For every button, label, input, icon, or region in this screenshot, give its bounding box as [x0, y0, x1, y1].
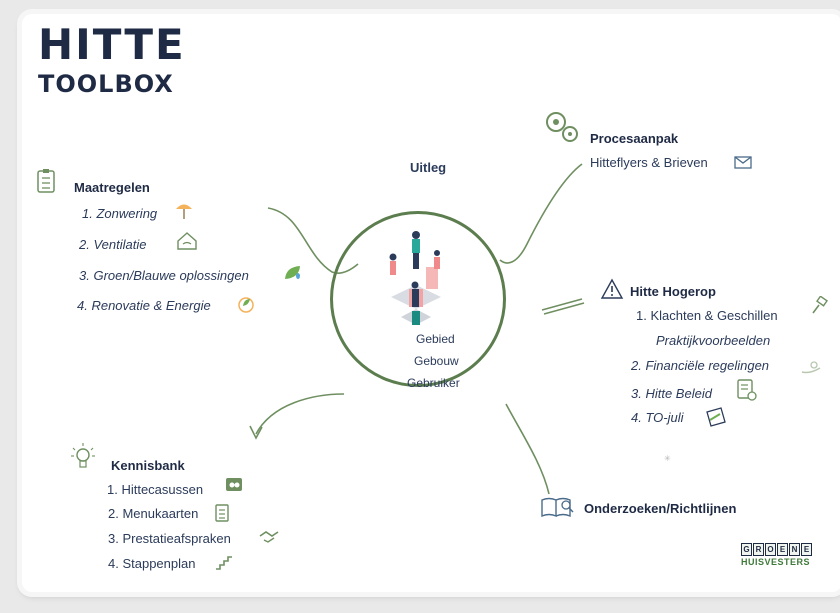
hitte-hogerop-item-praktijkvoorbeelden[interactable]: Praktijkvoorbeelden: [656, 333, 771, 348]
kennisbank-item-prestatieafspraken[interactable]: 3. Prestatieafspraken: [108, 531, 231, 546]
energy-leaf-icon: [238, 297, 254, 313]
hitte-hogerop-item-beleid[interactable]: 3. Hitte Beleid: [631, 386, 712, 401]
gears-icon: [546, 112, 578, 142]
gavel-icon: [812, 296, 828, 314]
thermometer-document-icon: [706, 407, 726, 427]
title-hitte: HITTE: [38, 20, 186, 69]
procesaanpak-item-hitteflyers[interactable]: Hitteflyers & Brieven: [590, 155, 708, 170]
connector-lines: [249, 163, 585, 495]
procesaanpak-heading[interactable]: Procesaanpak: [590, 131, 679, 146]
hitte-hogerop-item-financiele[interactable]: 2. Financiële regelingen: [631, 358, 770, 373]
kennisbank-item-menukaarten[interactable]: 2. Menukaarten: [108, 506, 199, 521]
toolbox-card: HITTE TOOLBOX Uitleg Gebied Gebouw Gebru…: [22, 14, 840, 592]
maatregelen-item-groen-blauwe[interactable]: 3. Groen/Blauwe oplossingen: [79, 268, 249, 283]
parasol-icon: [176, 204, 192, 219]
warning-icon: [600, 278, 624, 299]
maatregelen-heading[interactable]: Maatregelen: [74, 180, 150, 195]
checklist-icon: [37, 169, 55, 193]
puzzle-people-illustration: [389, 231, 441, 325]
hitte-hogerop-heading[interactable]: Hitte Hogerop: [630, 284, 716, 299]
book-search-icon: [541, 497, 574, 518]
connector-onderzoeken: [505, 403, 550, 495]
logo-sub: HUISVESTERS: [741, 557, 811, 567]
kennisbank-item-stappenplan[interactable]: 4. Stappenplan: [108, 556, 196, 571]
envelope-icon: [734, 156, 752, 169]
sparkle-icon: ✳: [664, 454, 671, 463]
center-label-uitleg: Uitleg: [410, 160, 447, 175]
hitte-hogerop-item-to-juli[interactable]: 4. TO-juli: [631, 410, 684, 425]
onderzoeken-heading[interactable]: Onderzoeken/Richtlijnen: [584, 501, 737, 516]
handshake-icon: [259, 531, 279, 543]
center-item-gebruiker: Gebruiker: [407, 376, 460, 390]
connector-hitte-hogerop: [541, 298, 585, 315]
center-circle: [330, 211, 506, 387]
case-icon: [226, 478, 242, 491]
stairs-icon: [216, 556, 232, 570]
kennisbank-heading[interactable]: Kennisbank: [111, 458, 185, 473]
menu-card-icon: [215, 504, 229, 522]
center-item-gebied: Gebied: [416, 332, 455, 346]
connector-kennisbank: [255, 393, 345, 435]
kennisbank-item-hittecasussen[interactable]: 1. Hittecasussen: [107, 482, 204, 497]
title-toolbox: TOOLBOX: [38, 70, 174, 98]
money-hand-icon: [801, 361, 821, 374]
lightbulb-icon: [71, 443, 95, 468]
connector-procesaanpak: [499, 163, 583, 264]
center-item-gebouw: Gebouw: [414, 354, 459, 368]
maatregelen-item-renovatie[interactable]: 4. Renovatie & Energie: [77, 298, 211, 313]
house-ventilation-icon: [177, 232, 197, 250]
leaf-water-icon: [285, 266, 300, 279]
maatregelen-item-zonwering[interactable]: 1. Zonwering: [82, 206, 158, 221]
maatregelen-item-ventilatie[interactable]: 2. Ventilatie: [79, 237, 147, 252]
policy-document-icon: [737, 379, 757, 401]
hitte-hogerop-item-klachten[interactable]: 1. Klachten & Geschillen: [636, 308, 778, 323]
arrowhead-icon: [249, 425, 263, 440]
